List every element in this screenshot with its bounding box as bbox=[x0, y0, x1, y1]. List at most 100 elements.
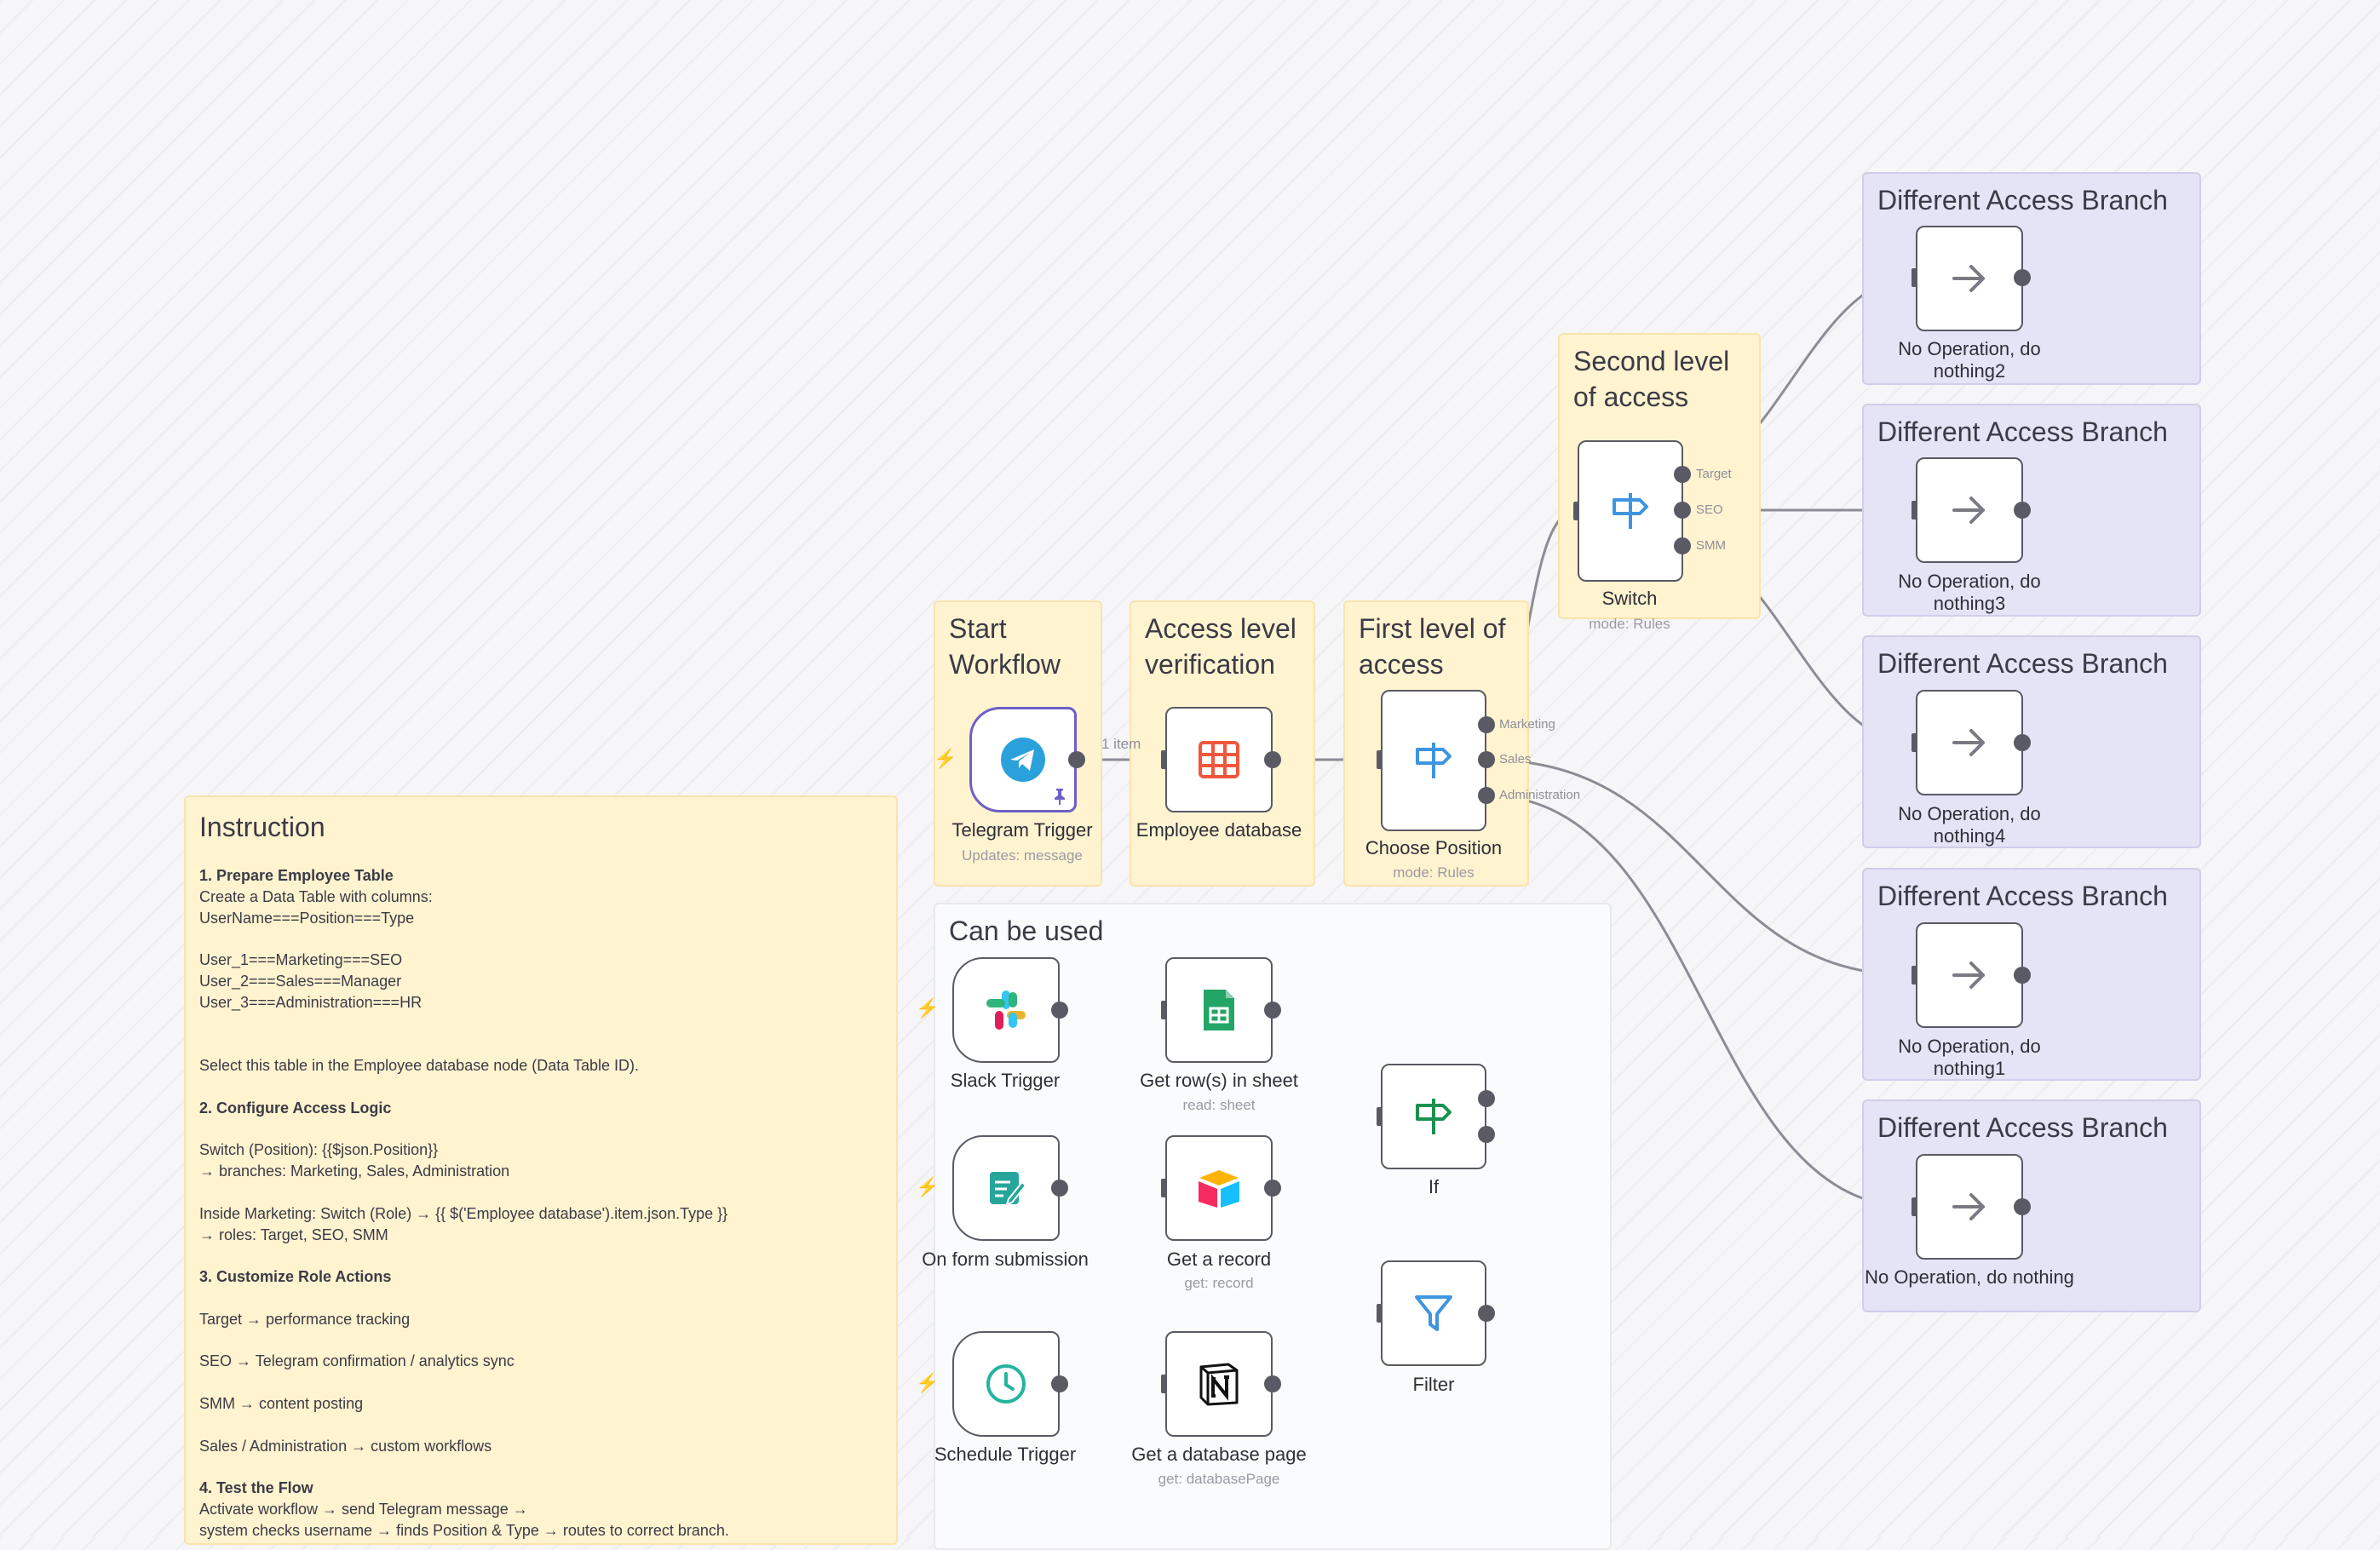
branch-title: Different Access Branch bbox=[1877, 185, 2168, 215]
output-handle[interactable] bbox=[1264, 1375, 1281, 1392]
node-schedule-trigger[interactable] bbox=[952, 1331, 1060, 1437]
output-label-seo: SEO bbox=[1696, 502, 1723, 517]
instruction-step2-heading: 2. Configure Access Logic bbox=[199, 1099, 392, 1117]
instruction-title: Instruction bbox=[199, 812, 325, 842]
node-employee-database[interactable] bbox=[1165, 707, 1273, 812]
output-label-sales: Sales bbox=[1499, 752, 1532, 766]
output-handle-administration[interactable] bbox=[1478, 787, 1495, 804]
node-label: Get a database page bbox=[1131, 1444, 1307, 1465]
output-handle[interactable] bbox=[2014, 1198, 2031, 1215]
sticky-access-title: Access level verification bbox=[1145, 613, 1296, 680]
node-noop-2[interactable] bbox=[1916, 226, 2023, 331]
google-sheets-icon bbox=[1204, 990, 1234, 1030]
node-label: No Operation, do nothing bbox=[1865, 1266, 2074, 1288]
node-noop-1[interactable] bbox=[1916, 922, 2023, 1028]
filter-icon bbox=[1415, 1295, 1452, 1331]
node-noop-3[interactable] bbox=[1916, 457, 2023, 563]
arrow-right-icon bbox=[1952, 497, 1985, 524]
output-handle-marketing[interactable] bbox=[1478, 716, 1495, 733]
node-subtitle: read: sheet bbox=[1182, 1097, 1256, 1113]
node-choose-position[interactable] bbox=[1381, 690, 1486, 831]
node-label: On form submission bbox=[922, 1249, 1089, 1270]
node-label: Switch bbox=[1601, 588, 1658, 609]
output-handle-target[interactable] bbox=[1674, 466, 1691, 483]
node-notion[interactable] bbox=[1165, 1331, 1273, 1437]
instruction-step4-text: Activate workflow → send Telegram messag… bbox=[199, 1500, 729, 1539]
sticky-second-title: Second level of access bbox=[1573, 346, 1730, 412]
instruction-step3-heading: 3. Customize Role Actions bbox=[199, 1268, 392, 1286]
node-label: If bbox=[1428, 1176, 1440, 1197]
signpost-icon bbox=[1613, 493, 1648, 529]
sticky-access-verification[interactable]: Access level verification bbox=[1130, 600, 1315, 887]
output-handle-smm[interactable] bbox=[1674, 537, 1691, 554]
trigger-bolt-icon: ⚡ bbox=[934, 748, 957, 769]
node-filter[interactable] bbox=[1381, 1260, 1486, 1366]
sticky-instruction[interactable]: Instruction 1. Prepare Employee Table Cr… bbox=[184, 795, 898, 1545]
sticky-start-title: Start Workflow bbox=[949, 613, 1061, 680]
output-label-smm: SMM bbox=[1696, 538, 1726, 553]
output-handle-sales[interactable] bbox=[1478, 751, 1495, 768]
slack-icon bbox=[986, 990, 1026, 1030]
node-if[interactable] bbox=[1381, 1064, 1486, 1169]
form-icon bbox=[990, 1172, 1027, 1206]
output-handle-false[interactable] bbox=[1478, 1126, 1495, 1143]
instruction-step2-text: Switch (Position): {{$json.Position}} → … bbox=[199, 1141, 728, 1243]
node-switch[interactable] bbox=[1578, 440, 1683, 582]
node-label: Choose Position bbox=[1365, 837, 1503, 858]
node-subtitle: get: record bbox=[1184, 1275, 1254, 1291]
sticky-first-title: First level of access bbox=[1359, 613, 1506, 680]
connection-item-count: 1 item bbox=[1101, 736, 1141, 752]
output-handle[interactable] bbox=[1051, 1002, 1068, 1019]
arrow-right-icon bbox=[1952, 1193, 1985, 1220]
output-handle[interactable] bbox=[1051, 1180, 1068, 1197]
output-handle[interactable] bbox=[1264, 1180, 1281, 1197]
output-label-marketing: Marketing bbox=[1499, 717, 1555, 732]
node-airtable[interactable] bbox=[1165, 1135, 1273, 1241]
output-handle[interactable] bbox=[1478, 1305, 1495, 1322]
instruction-body: 1. Prepare Employee Table Create a Data … bbox=[199, 865, 882, 1541]
branch-title: Different Access Branch bbox=[1877, 648, 2168, 679]
table-icon bbox=[1199, 741, 1239, 778]
node-noop[interactable] bbox=[1916, 1154, 2023, 1260]
node-label: Telegram Trigger bbox=[951, 819, 1093, 841]
output-handle-true[interactable] bbox=[1478, 1090, 1495, 1107]
instruction-step1-text: Create a Data Table with columns: UserNa… bbox=[199, 887, 639, 1075]
node-label: No Operation, do nothing4 bbox=[1898, 803, 2041, 847]
instruction-step1-heading: 1. Prepare Employee Table bbox=[199, 867, 394, 884]
arrow-right-icon bbox=[1952, 729, 1985, 756]
node-form-trigger[interactable] bbox=[952, 1135, 1060, 1241]
output-label-administration: Administration bbox=[1499, 788, 1581, 802]
output-handle[interactable] bbox=[1068, 751, 1085, 768]
signpost-icon bbox=[1416, 743, 1452, 778]
trigger-bolt-icon: ⚡ bbox=[916, 1372, 940, 1393]
signpost-icon bbox=[1416, 1099, 1452, 1134]
output-handle-seo[interactable] bbox=[1674, 502, 1691, 519]
node-label: Slack Trigger bbox=[950, 1070, 1061, 1091]
airtable-icon bbox=[1199, 1170, 1239, 1208]
node-noop-4[interactable] bbox=[1916, 690, 2023, 795]
output-handle[interactable] bbox=[2014, 502, 2031, 519]
node-label: Schedule Trigger bbox=[934, 1444, 1077, 1465]
output-handle[interactable] bbox=[2014, 269, 2031, 286]
arrow-right-icon bbox=[1952, 962, 1985, 989]
output-handle[interactable] bbox=[1264, 1002, 1281, 1019]
node-subtitle: get: databasePage bbox=[1158, 1471, 1280, 1487]
node-label: No Operation, do nothing2 bbox=[1898, 338, 2041, 382]
output-handle[interactable] bbox=[2014, 734, 2031, 751]
output-handle[interactable] bbox=[2014, 967, 2031, 984]
output-handle[interactable] bbox=[1264, 751, 1281, 768]
branch-title: Different Access Branch bbox=[1877, 881, 2168, 911]
output-label-target: Target bbox=[1696, 467, 1732, 481]
node-label: No Operation, do nothing1 bbox=[1898, 1036, 2041, 1079]
trigger-bolt-icon: ⚡ bbox=[916, 997, 940, 1019]
node-subtitle: mode: Rules bbox=[1589, 616, 1670, 632]
node-subtitle: Updates: message bbox=[962, 847, 1083, 864]
node-telegram-trigger[interactable] bbox=[969, 707, 1077, 812]
node-google-sheets[interactable] bbox=[1165, 957, 1273, 1063]
node-slack-trigger[interactable] bbox=[952, 957, 1060, 1063]
node-label: Filter bbox=[1412, 1374, 1455, 1395]
output-handle[interactable] bbox=[1051, 1375, 1068, 1392]
branch-title: Different Access Branch bbox=[1877, 416, 2168, 447]
connection-admin-noop bbox=[1486, 794, 1912, 1208]
trigger-bolt-icon: ⚡ bbox=[916, 1176, 940, 1197]
